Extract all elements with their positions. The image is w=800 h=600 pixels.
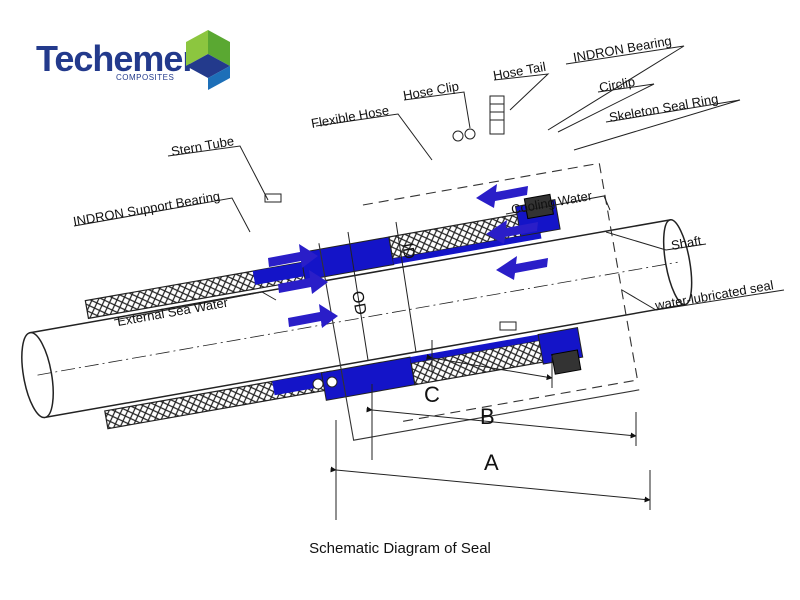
od-dimension [347,221,417,361]
logo-wordmark: Techemer [36,38,196,79]
hose-clip-bolts [264,128,517,390]
label-flexible-hose: Flexible Hose [310,103,390,131]
label-indron-support-bearing: INDRON Support Bearing [72,188,221,229]
techemer-logo: Techemer COMPOSITES [36,30,236,90]
hose-tail [489,95,505,135]
dim-b-label: B [480,404,495,429]
sea-water-arrows [268,244,338,328]
label-hose-clip: Hose Clip [402,78,460,103]
label-indron-bearing: INDRON Bearing [572,33,673,65]
label-hose-tail: Hose Tail [492,59,547,83]
id-label: ID [398,242,418,261]
dim-a-label: A [484,450,499,475]
dim-lines [330,340,651,520]
label-skeleton-seal-ring: Skeleton Seal Ring [608,91,720,125]
od-label: OD [348,290,369,317]
logo-mark-icon [186,30,230,90]
logo-subtitle: COMPOSITES [116,73,175,82]
cooling-water-arrows [476,184,548,280]
label-shaft: Shaft [670,233,703,253]
dim-c-label: C [424,382,440,407]
label-stern-tube: Stern Tube [170,133,235,159]
label-circlip: Circlip [598,74,636,95]
leader-lines [73,45,785,321]
diagram-caption: Schematic Diagram of Seal [309,540,491,557]
